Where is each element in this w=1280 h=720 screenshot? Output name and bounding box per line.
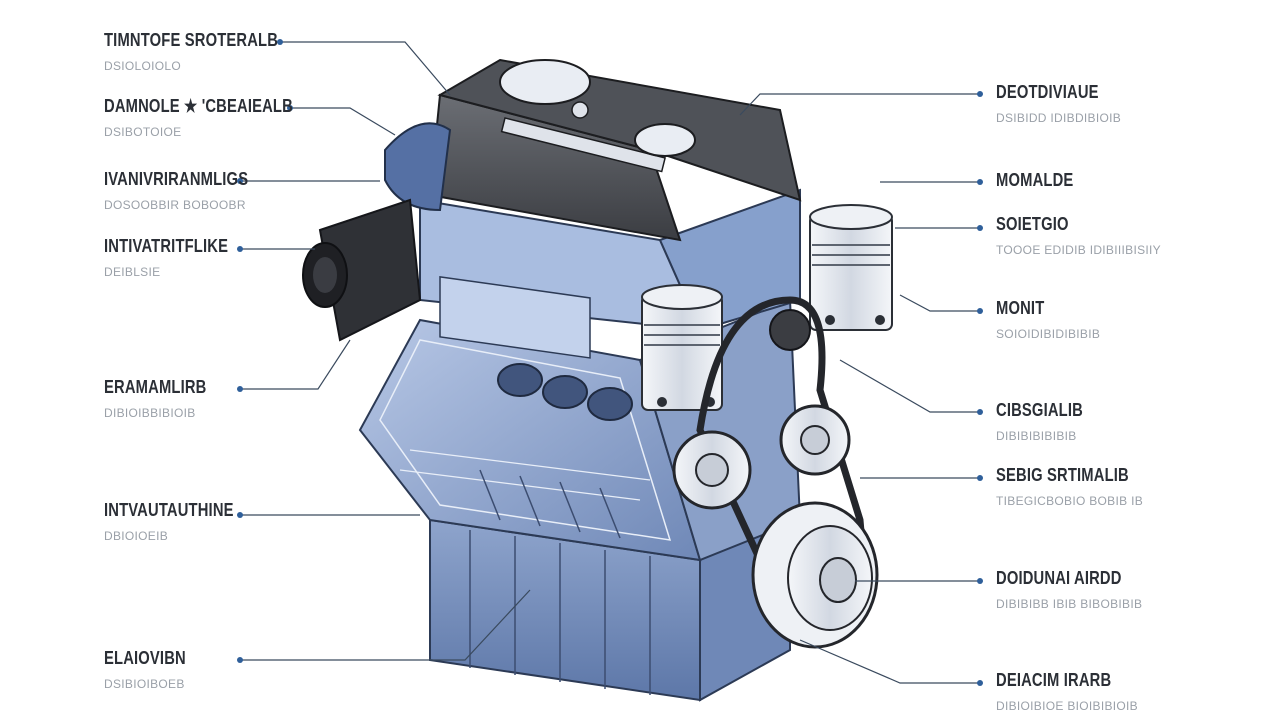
label-subtitle: DIBIOIBBIBIOIB (104, 406, 196, 420)
label-subtitle: DSIOLOIOLO (104, 59, 182, 73)
label-subtitle: DIBIBIBB IBIB BIBOBIBIB (996, 597, 1143, 611)
label-right-4: MONIT SOIOIDIBIDIBIBIB (996, 298, 1100, 341)
label-title: ELAIOVIBN (104, 648, 186, 668)
label-subtitle: TIBEGICBOBIO BOBIB IB (996, 494, 1144, 508)
label-left-3: IVANIVRIRANMLIGS DOSOOBBIR BOBOOBR (104, 169, 280, 212)
leader-lines-right (739, 93, 980, 684)
label-right-5: CIBSGIALIB DIBIBIBIBIBIB (996, 400, 1102, 443)
label-title: IVANIVRIRANMLIGS (104, 169, 249, 189)
leader-lines-left (240, 41, 531, 661)
label-right-7: DOIDUNAI AIRDD DIBIBIBB IBIB BIBOBIBIB (996, 568, 1149, 611)
label-title: DOIDUNAI AIRDD (996, 568, 1122, 588)
label-right-6: SEBIG SRTIMALIB TIBEGICBOBIO BOBIB IB (996, 465, 1158, 508)
label-title: INTIVATRITFLIKE (104, 236, 229, 256)
label-subtitle: DIBIBIBIBIBIB (996, 429, 1077, 443)
leader-dots-right (977, 91, 983, 686)
label-subtitle: DIBIOIBIOE BIOIBIBIOIB (996, 699, 1138, 713)
label-subtitle: DSIBIDD IDIBDIBIOIB (996, 111, 1122, 125)
label-subtitle: SOIOIDIBIDIBIBIB (996, 327, 1101, 341)
label-right-8: DEIACIM IRARB DIBIOIBIOE BIOIBIBIOIB (996, 670, 1138, 713)
label-subtitle: DEIBLSIE (104, 265, 161, 279)
label-subtitle: DBIOIOEIB (104, 529, 169, 543)
label-right-3: SOIETGIO TOOOE EDIDIB IDIBIIIBISIIY (996, 214, 1161, 257)
label-title: DAMNOLE ★ 'CBEAIEALB (104, 96, 293, 116)
label-title: SOIETGIO (996, 214, 1069, 234)
label-left-6: INTVAUTAUTHINE DBIOIOEIB (104, 500, 262, 543)
label-title: SEBIG SRTIMALIB (996, 465, 1129, 485)
valve-cover (428, 58, 802, 242)
label-left-5: ERAMAMLIRB DIBIOIBBIBIOIB (104, 377, 229, 420)
label-title: DEIACIM IRARB (996, 670, 1112, 690)
label-subtitle: DSIBIOIBOEB (104, 677, 185, 691)
label-subtitle: DSIBOTOIOE (104, 125, 182, 139)
piston-right (809, 204, 893, 331)
label-title: TIMNTOFE SROTERALB (104, 30, 279, 50)
oil-pan (429, 518, 791, 702)
label-right-2: MOMALDE (996, 170, 1090, 199)
label-title: MOMALDE (996, 170, 1074, 190)
label-left-1: TIMNTOFE SROTERALB DSIOLOIOLO (104, 30, 316, 73)
label-subtitle: DOSOOBBIR BOBOOBR (104, 198, 246, 212)
label-title: DEOTDIVIAUE (996, 82, 1099, 102)
label-title: CIBSGIALIB (996, 400, 1083, 420)
piston-left (641, 284, 723, 411)
label-left-2: DAMNOLE ★ 'CBEAIEALB DSIBOTOIOE (104, 96, 334, 139)
leader-dots-left (237, 39, 293, 663)
label-right-1: DEOTDIVIAUE DSIBIDD IDIBDIBIOIB (996, 82, 1121, 125)
label-title: INTVAUTAUTHINE (104, 500, 234, 520)
label-left-4: INTIVATRITFLIKE DEIBLSIE (104, 236, 255, 279)
label-title: ERAMAMLIRB (104, 377, 207, 397)
intake-pipe (302, 122, 452, 342)
label-title: MONIT (996, 298, 1045, 318)
label-subtitle: TOOOE EDIDIB IDIBIIIBISIIY (996, 243, 1161, 257)
label-left-7: ELAIOVIBN DSIBIOIBOEB (104, 648, 204, 691)
belt-drive (672, 296, 879, 649)
